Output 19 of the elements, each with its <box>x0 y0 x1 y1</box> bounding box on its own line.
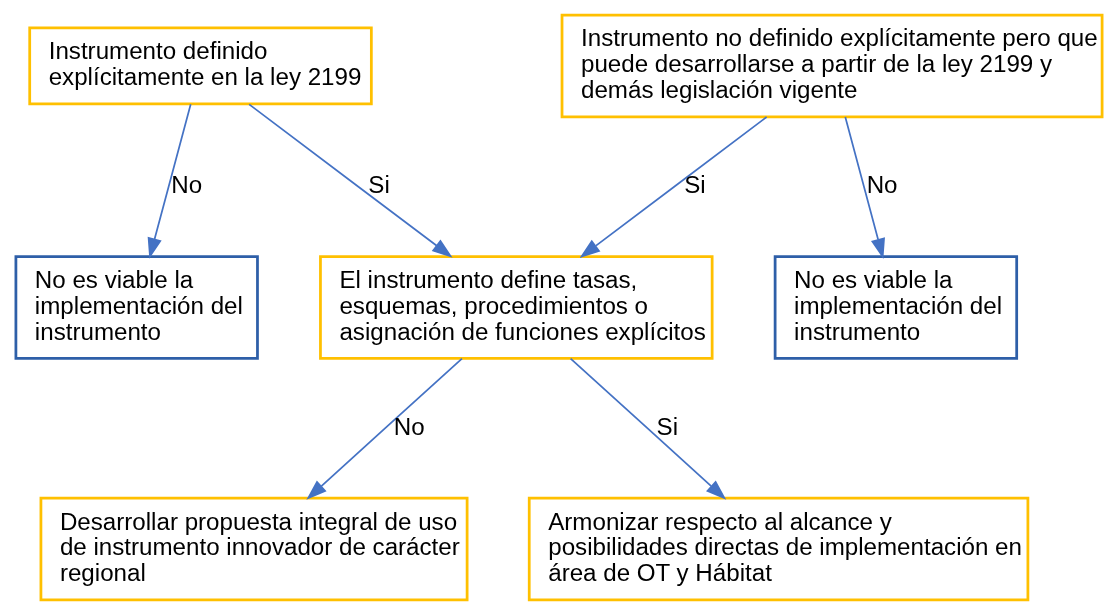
arrow <box>579 116 767 259</box>
node-box: No es viable la implementación del instrumento <box>773 255 1018 360</box>
arrow <box>247 103 453 258</box>
edge-label: No <box>393 412 425 440</box>
edge-label: Si <box>656 412 678 440</box>
node-box: Instrumento no definido explícitamente pero que puede desarrollarse a partir de la ley 2199 y demás legislación vigente <box>560 13 1103 119</box>
node-box: Armonizar respecto al alcance y posibilidades directas de implementación en área de OT y Hábitat <box>527 496 1029 602</box>
arrow <box>569 357 726 500</box>
node-box: Instrumento definido explícitamente en la ley 2199 <box>27 26 373 106</box>
arrow <box>147 103 192 259</box>
edge-label: Si <box>367 171 390 199</box>
node-box: El instrumento define tasas, esquemas, procedimientos o asignación de funciones explícitos <box>318 255 713 360</box>
edge-label: No <box>170 171 202 199</box>
arrow <box>305 357 463 500</box>
edge-label: Si <box>683 171 706 199</box>
node-box: Desarrollar propuesta integral de uso de instrumento innovador de carácter regional <box>39 496 468 602</box>
arrow <box>843 116 885 259</box>
node-box: No es viable la implementación del instrumento <box>14 255 259 360</box>
edge-label: No <box>866 171 898 199</box>
